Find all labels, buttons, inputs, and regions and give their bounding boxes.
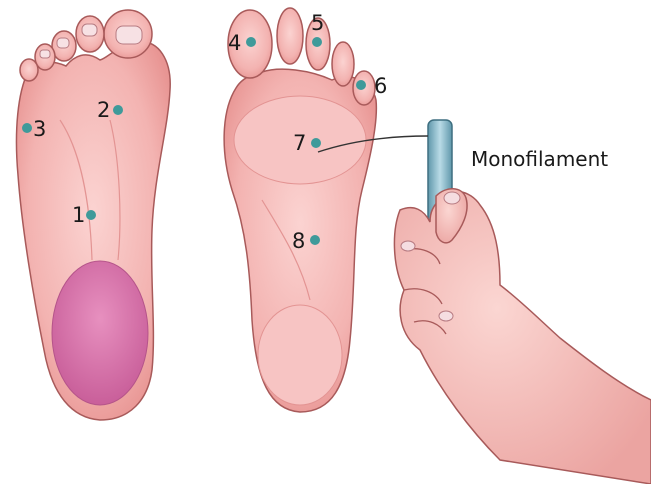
left-toenail-3: [57, 38, 69, 48]
site-label-5: 5: [311, 11, 324, 35]
site-label-2: 2: [97, 98, 110, 122]
site-dot-4: [246, 37, 256, 47]
monofilament-label: Monofilament: [471, 147, 608, 171]
right-toe-2: [277, 8, 303, 64]
site-dot-1: [86, 210, 96, 220]
hand-with-monofilament: [318, 120, 651, 484]
right-heel-pad: [258, 305, 342, 405]
site-dot-3: [22, 123, 32, 133]
right-toe-4: [332, 42, 354, 86]
left-toenail-2: [82, 24, 97, 36]
site-dot-7: [311, 138, 321, 148]
site-dot-8: [310, 235, 320, 245]
site-label-4: 4: [228, 31, 241, 55]
site-dot-2: [113, 105, 123, 115]
right-foot-sole: [224, 8, 376, 412]
site-label-6: 6: [374, 74, 387, 98]
site-label-8: 8: [292, 229, 305, 253]
left-toe-5: [20, 59, 38, 81]
thumb-nail: [444, 192, 460, 204]
site-label-1: 1: [72, 203, 85, 227]
finger-nail-1: [401, 241, 415, 251]
left-heel-patch: [52, 261, 148, 405]
site-label-7: 7: [293, 131, 306, 155]
site-dot-5: [312, 37, 322, 47]
finger-nail-2: [439, 311, 453, 321]
left-big-toenail: [116, 26, 142, 44]
site-dot-6: [356, 80, 366, 90]
hand: [394, 191, 651, 484]
left-toenail-4: [40, 50, 50, 58]
site-label-3: 3: [33, 117, 46, 141]
